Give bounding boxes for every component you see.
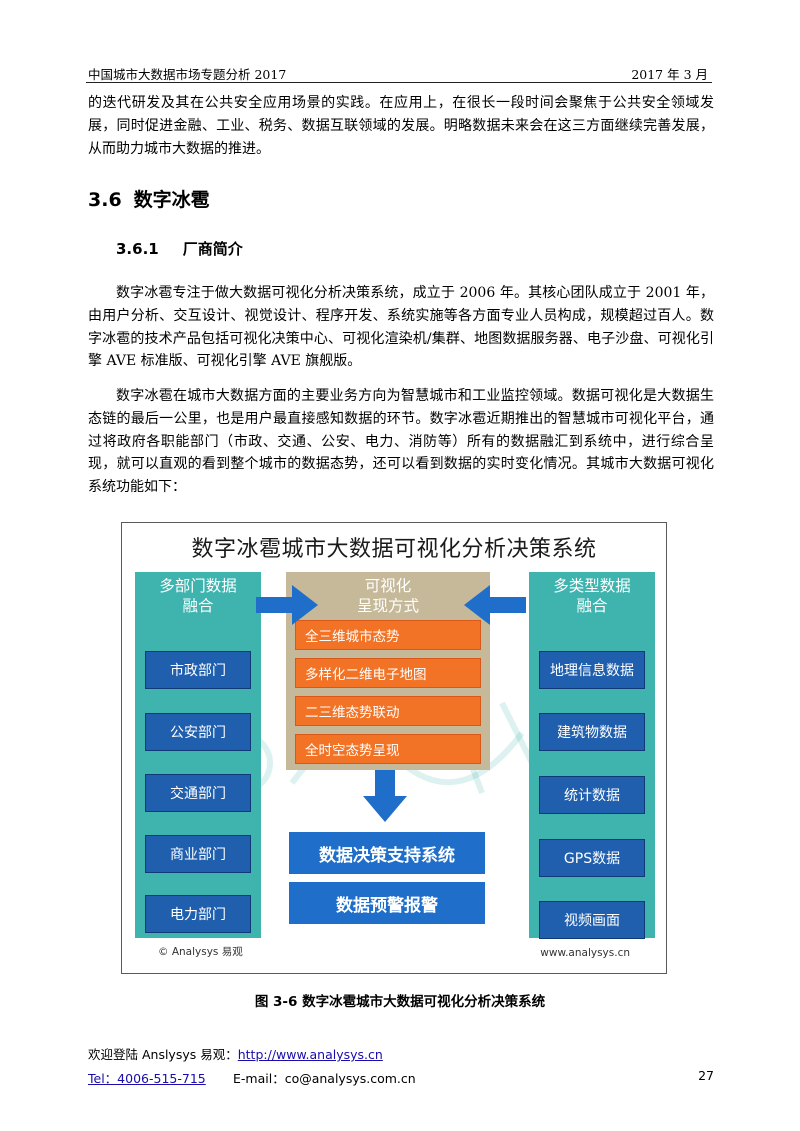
- data-item-statistics: 统计数据: [539, 776, 645, 814]
- dept-item-traffic: 交通部门: [145, 774, 251, 812]
- decision-support-box: 数据决策支持系统: [289, 832, 485, 874]
- subsection-heading: 3.6.1 厂商简介: [116, 238, 243, 259]
- figure-diagram: 数字冰雹城市大数据可视化分析决策系统 多部门数据 融合 市政部门 公安部门 交通…: [121, 522, 667, 974]
- header-date: 2017 年 3 月: [631, 67, 708, 82]
- left-panel-title-line2: 融合: [182, 597, 214, 615]
- left-panel: 多部门数据 融合 市政部门 公安部门 交通部门 商业部门 电力部门: [135, 572, 261, 938]
- footer-email: E-mail：co@analysys.com.cn: [233, 1071, 416, 1086]
- footer-welcome: 欢迎登陆 Anslysys 易观：http://www.analysys.cn: [88, 1044, 383, 1063]
- section-heading: 3.6 数字冰雹: [88, 185, 210, 212]
- dept-item-power: 电力部门: [145, 895, 251, 933]
- data-item-gps: GPS数据: [539, 839, 645, 877]
- early-warning-box: 数据预警报警: [289, 882, 485, 924]
- section-number: 3.6: [88, 189, 122, 211]
- subsection-title: 厂商简介: [182, 240, 243, 258]
- subsection-number: 3.6.1: [116, 240, 159, 258]
- right-panel: 多类型数据 融合 地理信息数据 建筑物数据 统计数据 GPS数据 视频画面: [529, 572, 655, 939]
- header-rule: [86, 82, 712, 83]
- center-panel: 可视化 呈现方式 全三维城市态势 多样化二维电子地图 二三维态势联动 全时空态势…: [286, 572, 490, 770]
- view-mode-2d-map: 多样化二维电子地图: [295, 658, 481, 688]
- data-item-building: 建筑物数据: [539, 713, 645, 751]
- dept-item-municipal: 市政部门: [145, 651, 251, 689]
- view-mode-spacetime: 全时空态势呈现: [295, 734, 481, 764]
- figure-caption: 图 3-6 数字冰雹城市大数据可视化分析决策系统: [254, 994, 546, 1010]
- dept-item-commerce: 商业部门: [145, 835, 251, 873]
- left-arrow-icon: [464, 585, 526, 625]
- header-title: 中国城市大数据市场专题分析 2017: [88, 67, 287, 82]
- right-arrow-icon: [256, 585, 318, 625]
- right-panel-title: 多类型数据 融合: [529, 576, 655, 616]
- figure-title: 数字冰雹城市大数据可视化分析决策系统: [191, 537, 597, 562]
- body-paragraph-2: 数字冰雹在城市大数据方面的主要业务方向为智慧城市和工业监控领域。数据可视化是大数…: [88, 388, 714, 496]
- section-title: 数字冰雹: [133, 189, 210, 211]
- left-panel-title-line1: 多部门数据: [159, 577, 237, 595]
- view-mode-linkage: 二三维态势联动: [295, 696, 481, 726]
- right-panel-title-line2: 融合: [576, 597, 608, 615]
- data-item-video: 视频画面: [539, 901, 645, 939]
- center-panel-title-line1: 可视化: [364, 577, 412, 595]
- figure-footer-brand: © Analysys 易观: [158, 946, 243, 958]
- right-panel-title-line1: 多类型数据: [553, 577, 631, 595]
- down-arrow-icon: [363, 770, 407, 822]
- dept-item-police: 公安部门: [145, 713, 251, 751]
- data-item-geo: 地理信息数据: [539, 651, 645, 689]
- figure-footer-url: www.analysys.cn: [540, 947, 630, 959]
- footer-welcome-text: 欢迎登陆 Anslysys 易观：: [88, 1047, 238, 1062]
- left-panel-title: 多部门数据 融合: [135, 576, 261, 616]
- footer-tel-link[interactable]: Tel：4006-515-715: [88, 1071, 206, 1086]
- intro-paragraph: 的迭代研发及其在公共安全应用场景的实践。在应用上，在很长一段时间会聚焦于公共安全…: [88, 95, 714, 157]
- body-paragraph-1: 数字冰雹专注于做大数据可视化分析决策系统，成立于 2006 年。其核心团队成立于…: [88, 285, 714, 370]
- center-panel-title: 可视化 呈现方式: [286, 576, 490, 616]
- page-number: 27: [698, 1068, 714, 1083]
- view-mode-3d: 全三维城市态势: [295, 620, 481, 650]
- footer-website-link[interactable]: http://www.analysys.cn: [237, 1047, 383, 1062]
- center-panel-title-line2: 呈现方式: [356, 597, 419, 615]
